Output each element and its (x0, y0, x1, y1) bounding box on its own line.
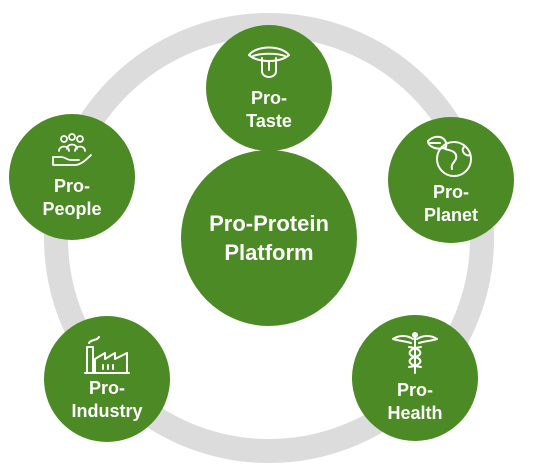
caduceus-icon (392, 332, 438, 374)
people-label-line1: Pro- (54, 176, 90, 196)
taste-label-line2: Taste (246, 111, 292, 131)
node-pro-industry: Pro- Industry (44, 316, 170, 442)
center-label-line1: Pro-Protein (209, 211, 329, 236)
center-node: Pro-Protein Platform (181, 150, 357, 326)
node-pro-planet: Pro- Planet (388, 117, 514, 243)
people-hand-icon (52, 133, 92, 166)
health-label-line1: Pro- (397, 380, 433, 400)
industry-label-line2: Industry (71, 401, 143, 421)
taste-label-line1: Pro- (251, 88, 287, 108)
factory-icon (84, 336, 130, 374)
health-label-line2: Health (387, 403, 443, 423)
industry-label-line1: Pro- (89, 378, 125, 398)
planet-label-line2: Planet (423, 205, 479, 225)
planet-label-line1: Pro- (433, 182, 469, 202)
leaf-globe-icon (427, 135, 472, 177)
center-label-line2: Platform (224, 240, 314, 265)
node-pro-people: Pro- People (9, 114, 135, 240)
people-label-line2: People (42, 199, 102, 219)
node-pro-taste: Pro- Taste (206, 25, 332, 151)
tongue-icon (248, 46, 290, 78)
node-pro-health: Pro- Health (352, 315, 478, 441)
